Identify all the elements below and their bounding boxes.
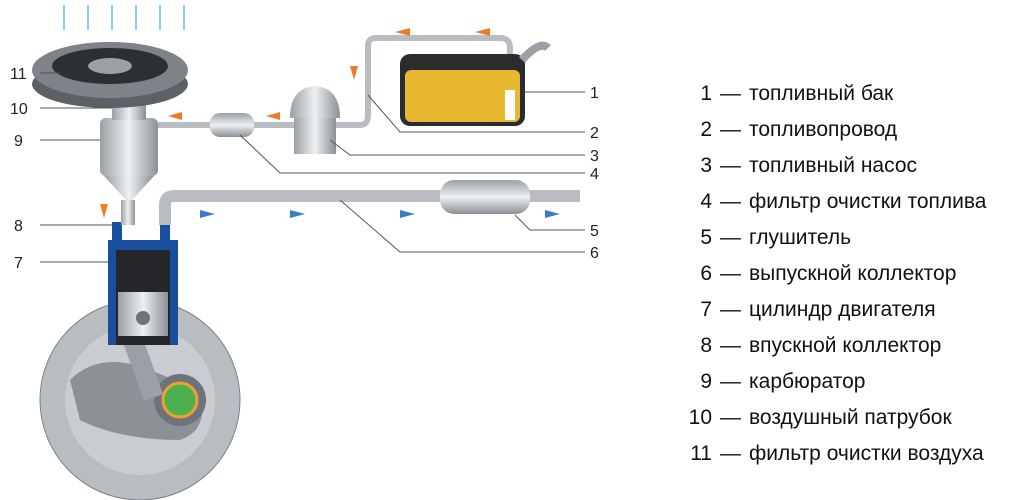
legend-item: 4 — фильтр очистки топлива xyxy=(660,184,1030,220)
legend-number: 5 xyxy=(700,226,712,249)
fuel-line xyxy=(158,35,513,128)
svg-text:10: 10 xyxy=(10,101,28,118)
legend-number: 10 xyxy=(688,406,712,429)
legend-item: 7 — цилиндр двигателя xyxy=(660,292,1030,328)
legend-label: впускной коллектор xyxy=(749,334,942,357)
svg-text:8: 8 xyxy=(14,218,23,235)
svg-text:7: 7 xyxy=(14,255,23,272)
legend-label: карбюратор xyxy=(749,370,866,393)
muffler xyxy=(440,180,530,214)
exhaust-manifold xyxy=(159,190,580,225)
legend-label: цилиндр двигателя xyxy=(749,298,936,321)
legend-number: 7 xyxy=(700,298,712,321)
air-flow-arrows xyxy=(63,5,185,30)
air-filter xyxy=(32,42,188,108)
fuel-flow-arrows xyxy=(100,28,490,218)
legend-dash: — xyxy=(720,298,741,321)
legend: 1 — топливный бак 2 — топливопровод 3 — топливны… xyxy=(660,76,1030,472)
legend-dash: — xyxy=(720,370,741,393)
legend-dash: — xyxy=(720,262,741,285)
legend-item: 3 — топливный насос xyxy=(660,148,1030,184)
legend-item: 9 — карбюратор xyxy=(660,364,1030,400)
legend-number: 8 xyxy=(700,334,712,357)
svg-text:6: 6 xyxy=(590,245,599,262)
legend-label: выпускной коллектор xyxy=(749,262,957,285)
svg-text:11: 11 xyxy=(10,66,27,83)
legend-item: 1 — топливный бак xyxy=(660,76,1030,112)
legend-label: фильтр очистки топлива xyxy=(749,190,987,213)
legend-item: 8 — впускной коллектор xyxy=(660,328,1030,364)
legend-label: топливный бак xyxy=(749,82,894,105)
intake-valve xyxy=(112,222,122,242)
legend-dash: — xyxy=(720,154,741,177)
crankshaft xyxy=(70,362,206,440)
legend-item: 2 — топливопровод xyxy=(660,112,1030,148)
fuel-pump xyxy=(290,86,340,154)
leader-lines xyxy=(40,72,585,263)
svg-text:9: 9 xyxy=(14,133,23,150)
fuel-filter xyxy=(210,113,254,137)
legend-label: топливный насос xyxy=(749,154,918,177)
callout-numbers: 11 10 9 8 7 1 2 3 4 5 6 xyxy=(10,66,599,272)
svg-text:4: 4 xyxy=(590,166,599,183)
cylinder xyxy=(108,240,178,345)
legend-number: 9 xyxy=(700,370,712,393)
legend-number: 1 xyxy=(700,82,712,105)
legend-label: глушитель xyxy=(749,226,852,249)
legend-item: 6 — выпускной коллектор xyxy=(660,256,1030,292)
legend-label: фильтр очистки воздуха xyxy=(749,442,984,465)
legend-dash: — xyxy=(720,442,741,465)
legend-label: топливопровод xyxy=(749,118,898,141)
legend-item: 10 — воздушный патрубок xyxy=(660,400,1030,436)
engine-fuel-system-diagram: 11 10 9 8 7 1 2 3 4 5 6 xyxy=(10,5,599,500)
legend-dash: — xyxy=(720,82,741,105)
legend-label: воздушный патрубок xyxy=(749,406,952,429)
fuel-tank xyxy=(400,41,551,126)
legend-number: 4 xyxy=(700,190,712,213)
legend-number: 11 xyxy=(690,442,712,465)
legend-dash: — xyxy=(720,190,741,213)
legend-dash: — xyxy=(720,226,741,249)
exhaust-flow-arrows xyxy=(200,210,560,218)
svg-text:5: 5 xyxy=(590,223,599,240)
svg-text:2: 2 xyxy=(590,125,599,142)
legend-dash: — xyxy=(720,118,741,141)
exhaust-valve xyxy=(160,222,170,242)
svg-text:1: 1 xyxy=(590,85,599,102)
legend-number: 3 xyxy=(700,154,712,177)
legend-dash: — xyxy=(720,334,741,357)
svg-text:3: 3 xyxy=(590,148,599,165)
legend-dash: — xyxy=(720,406,741,429)
carburetor xyxy=(100,104,158,225)
legend-number: 2 xyxy=(700,118,712,141)
legend-number: 6 xyxy=(700,262,712,285)
legend-item: 5 — глушитель xyxy=(660,220,1030,256)
legend-item: 11 — фильтр очистки воздуха xyxy=(660,436,1030,472)
